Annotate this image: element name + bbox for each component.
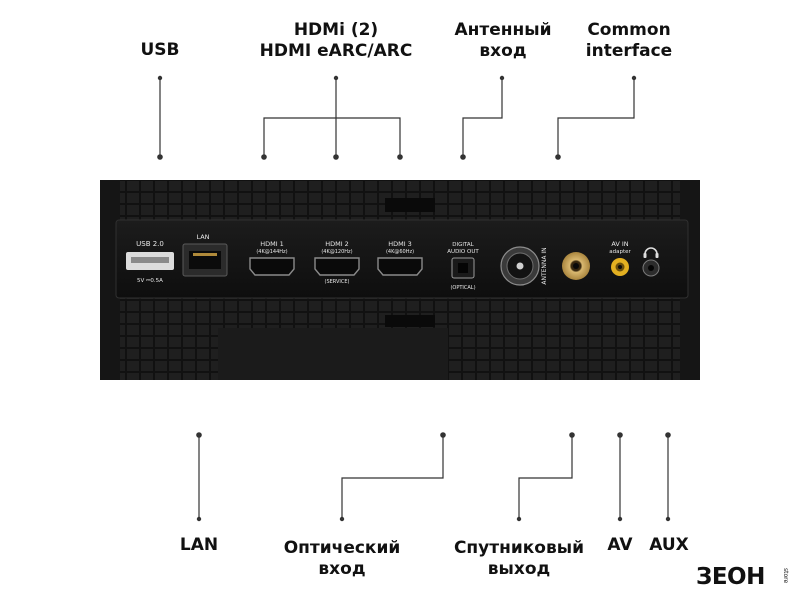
label-optical: Оптический вход: [280, 538, 404, 580]
usb-port-label: USB 2.0: [136, 240, 164, 248]
logo-sub: store: [782, 568, 789, 583]
hdmi1-spec-label: (4K@144Hz): [256, 249, 287, 255]
hdmi3-label: HDMI 3: [388, 240, 412, 248]
tv-back-panel: [100, 180, 700, 380]
label-satellite: Спутниковый выход: [448, 538, 590, 580]
hdmi2-label: HDMI 2: [325, 240, 349, 248]
label-optical-line2: вход: [318, 559, 366, 579]
optical-port: [451, 257, 475, 279]
antenna-in-label: ANTENNA IN: [541, 247, 548, 284]
logo-text: ЗЕОН: [696, 564, 765, 590]
av-port: [611, 258, 629, 276]
label-hdmi-line2: HDMI eARC/ARC: [259, 41, 413, 61]
leader-dots-bottom: [196, 432, 671, 522]
satellite-port: [562, 252, 590, 280]
zeon-logo: ЗЕОН store: [696, 564, 789, 590]
label-hdmi-line1: HDMi (2): [293, 20, 379, 40]
label-satellite-line2: выход: [487, 559, 551, 579]
hdmi1-label: HDMI 1: [260, 240, 284, 248]
label-hdmi: HDMi (2) HDMI eARC/ARC: [252, 20, 420, 62]
label-antenna-line2: вход: [479, 41, 527, 61]
hdmi2-service-label: (SERVICE): [325, 279, 350, 285]
label-usb: USB: [140, 40, 180, 60]
usb-port: [126, 252, 174, 270]
label-common-interface: Common interface: [580, 20, 678, 62]
optical-label-line1: DIGITAL: [452, 242, 474, 248]
usb-power-label: 5V ⎓0.5A: [137, 278, 163, 284]
av-adapter-label: adapter: [609, 249, 631, 255]
optical-label-line2: AUDIO OUT: [447, 249, 479, 255]
label-antenna: Антенный вход: [448, 20, 558, 62]
av-in-label: AV IN: [611, 240, 628, 248]
label-aux: AUX: [649, 535, 689, 555]
hdmi2-port: [314, 257, 360, 276]
optical-note-label: (OPTICAL): [450, 285, 475, 291]
lan-port-label: LAN: [196, 233, 209, 241]
label-antenna-line1: Антенный: [454, 20, 552, 40]
label-av: AV: [607, 535, 633, 555]
hdmi1-port: [249, 257, 295, 276]
label-ci-line2: interface: [585, 41, 673, 61]
aux-port: [642, 259, 660, 277]
label-lan: LAN: [179, 535, 219, 555]
label-ci-line1: Common: [587, 20, 671, 40]
label-optical-line1: Оптический: [283, 538, 401, 558]
leader-dots-top: [157, 75, 637, 160]
antenna-port: [500, 246, 540, 286]
leader-lines-bottom: [198, 435, 669, 519]
headphone-icon: [643, 247, 659, 258]
hdmi3-port: [377, 257, 423, 276]
leader-lines-top: [159, 78, 635, 157]
lan-port: [182, 243, 228, 277]
label-satellite-line1: Спутниковый: [453, 538, 585, 558]
hdmi2-spec-label: (4K@120Hz): [321, 249, 352, 255]
hdmi3-spec-label: (4K@60Hz): [386, 249, 414, 255]
